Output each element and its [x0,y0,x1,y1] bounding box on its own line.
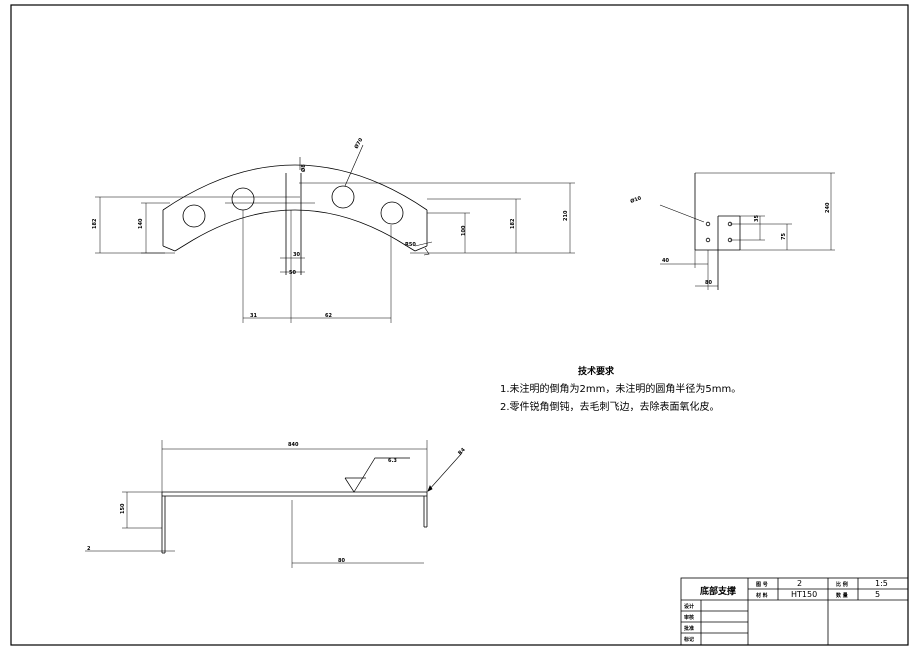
dim-50: 50 [289,270,296,276]
bottom-view [85,440,463,568]
side-view-dims: Ø10 35 75 240 40 80 [629,194,831,286]
front-view-dims: 182 140 Ø70 Ø8 100 182 210 30 50 31 62 R… [92,136,569,319]
dim-diam-8: Ø8 [300,164,307,172]
dim-80: 80 [705,280,712,286]
dim-diam-10: Ø10 [629,194,642,205]
requirements-title: 技术要求 [578,365,615,377]
approve-label: 批准 [684,625,694,632]
dim-30: 30 [293,252,300,258]
dim-182-right: 182 [510,218,516,229]
inner-arch [192,209,398,241]
dim-35: 35 [754,215,760,222]
side-hole-3 [705,237,711,243]
hole-2 [231,187,255,211]
dim-210: 210 [563,210,569,221]
side-hole-1 [705,221,711,227]
mark-label: 标记 [683,636,694,643]
quantity-label: 数 量 [836,592,848,599]
dim-r50: R50 [405,242,416,248]
left-leg-inner [174,239,194,252]
dim-80-bottom: 80 [338,558,345,564]
hole-4 [380,201,404,225]
left-leg-bottom [162,245,176,252]
dim-40: 40 [662,258,669,264]
dim-840: 840 [288,442,299,448]
requirement-2: 2.零件锐角倒钝，去毛刺飞边，去除表面氧化皮。 [500,400,720,413]
dim-2: 2 [87,546,91,552]
requirement-1: 1.未注明的倒角为2mm，未注明的圆角半径为5mm。 [500,382,741,395]
dim-150: 150 [120,503,126,514]
check-label: 审核 [684,614,694,621]
title-block [680,577,909,646]
dim-r4: R4 [457,447,467,457]
side-view [659,172,835,290]
design-label: 设计 [684,603,694,610]
quantity-value: 5 [875,590,880,599]
drawing-frame [10,4,909,646]
title-block-text: 底部支撑 图 号 2 比 例 1:5 材 料 HT150 数 量 5 设计 审核… [683,579,888,643]
dim-roughness: 6.3 [388,458,397,464]
hole-3 [331,185,355,209]
roughness-symbol [344,457,410,493]
drawing-no: 2 [797,579,802,588]
right-leg-inner [396,239,416,252]
front-view [95,144,575,323]
hole-1 [182,204,206,228]
dim-240: 240 [825,202,831,213]
material-label: 材 料 [756,592,768,599]
dim-140: 140 [138,218,144,229]
dim-31: 31 [250,313,257,319]
bottom-view-dims: 840 150 2 6.3 R4 80 [87,442,467,564]
technical-requirements: 技术要求 1.未注明的倒角为2mm，未注明的圆角半径为5mm。 2.零件锐角倒钝… [500,365,741,413]
outer-arch [162,164,428,211]
dim-100: 100 [461,225,467,236]
scale-label: 比 例 [836,581,848,588]
dim-diam-70: Ø70 [353,136,365,150]
dim-182-left: 182 [92,218,98,229]
part-name: 底部支撑 [700,585,736,597]
material-value: HT150 [791,590,817,599]
drawing-no-label: 图 号 [756,581,768,588]
dim-62: 62 [325,313,332,319]
scale-value: 1:5 [875,579,888,588]
dim-75: 75 [781,233,787,240]
right-leg-bottom [414,245,428,252]
